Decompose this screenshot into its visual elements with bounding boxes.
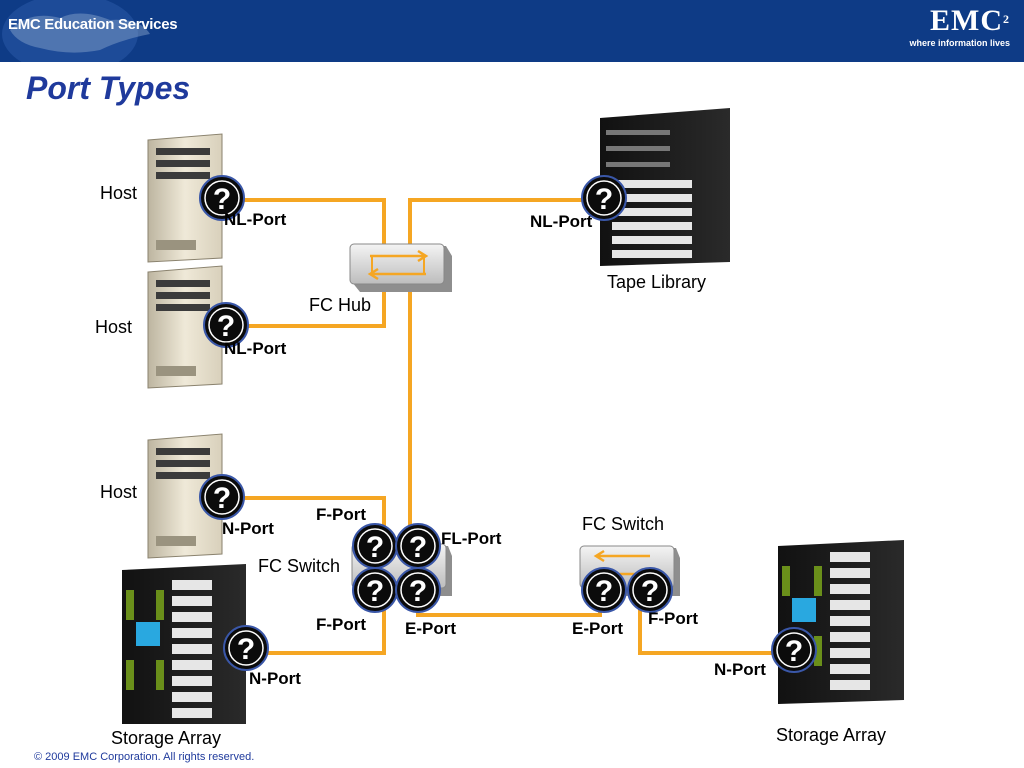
- fc-hub-label: FC Hub: [309, 295, 372, 315]
- fc-switch-label-1: FC Switch: [258, 556, 341, 576]
- host-computer-2: [147, 265, 223, 389]
- logo-superscript: 2: [1003, 12, 1010, 26]
- svg-text:?: ?: [237, 633, 255, 666]
- svg-text:?: ?: [641, 575, 659, 608]
- port-label-switch2-e: E-Port: [572, 619, 623, 638]
- question-mark-icon: ?: [199, 175, 245, 221]
- port-label-switch1-e: E-Port: [405, 619, 456, 638]
- host-label-2: Host: [95, 317, 133, 337]
- port-label-array2: N-Port: [714, 660, 766, 679]
- logo-tagline: where information lives: [909, 38, 1010, 48]
- question-mark-icon: ?: [352, 567, 398, 613]
- svg-text:?: ?: [366, 575, 384, 608]
- svg-text:?: ?: [213, 482, 231, 515]
- port-label-switch2-f: F-Port: [648, 609, 699, 628]
- question-mark-icon: ?: [627, 567, 673, 613]
- tape-library-label: Tape Library: [607, 272, 707, 292]
- svg-text:?: ?: [366, 531, 384, 564]
- port-label-switch1-upper: F-Port: [316, 505, 367, 524]
- svg-text:?: ?: [595, 575, 613, 608]
- storage-array-label-1: Storage Array: [111, 728, 222, 748]
- question-mark-icon: ?: [581, 175, 627, 221]
- tape-library-device: [600, 108, 730, 266]
- svg-text:?: ?: [409, 575, 427, 608]
- port-label-host2: NL-Port: [224, 339, 287, 358]
- fc-switch-label-2: FC Switch: [582, 514, 665, 534]
- fc-hub-device: [349, 243, 452, 292]
- question-mark-icon: ?: [581, 567, 627, 613]
- port-label-switch1-fl: FL-Port: [441, 529, 502, 548]
- question-mark-icon: ?: [203, 302, 249, 348]
- question-mark-icon: ?: [395, 523, 441, 569]
- svg-text:?: ?: [785, 635, 803, 668]
- question-mark-icon: ?: [223, 625, 269, 671]
- host-label-3: Host: [100, 482, 138, 502]
- port-label-array1: N-Port: [249, 669, 301, 688]
- connection-lines: [236, 198, 790, 655]
- svg-text:?: ?: [595, 183, 613, 216]
- question-mark-icon: ?: [771, 627, 817, 673]
- port-label-host1: NL-Port: [224, 210, 287, 229]
- link-host1-hub: [240, 198, 386, 248]
- port-label-switch1-lower: F-Port: [316, 615, 367, 634]
- page-title: Port Types: [26, 70, 191, 106]
- svg-text:?: ?: [409, 531, 427, 564]
- port-label-host3: N-Port: [222, 519, 274, 538]
- logo-text: EMC: [930, 4, 1003, 37]
- brand-text: EMC Education Services: [8, 16, 178, 33]
- storage-array-label-2: Storage Array: [776, 725, 887, 745]
- host-label-1: Host: [100, 183, 138, 203]
- question-mark-icon: ?: [395, 567, 441, 613]
- storage-array-1-device: [122, 564, 246, 724]
- question-mark-icon: ?: [352, 523, 398, 569]
- svg-text:?: ?: [213, 183, 231, 216]
- storage-array-2-device: [778, 540, 904, 704]
- question-mark-icon: ?: [199, 474, 245, 520]
- copyright-footer: © 2009 EMC Corporation. All rights reser…: [34, 751, 255, 763]
- globe-map-icon: [2, 0, 150, 62]
- port-label-tape: NL-Port: [530, 212, 593, 231]
- svg-text:?: ?: [217, 310, 235, 343]
- emc-logo: EMC2 where information lives: [909, 4, 1010, 49]
- host-computer-1: [147, 133, 223, 263]
- link-host2-hub: [240, 290, 386, 328]
- question-badges: ? ? ? ? ? ? ? ? ? ? ? ?: [199, 175, 817, 673]
- host-computer-3: [147, 433, 223, 559]
- link-hub-tape: [408, 198, 590, 248]
- header-bar: EMC Education Services EMC2 where inform…: [0, 0, 1024, 62]
